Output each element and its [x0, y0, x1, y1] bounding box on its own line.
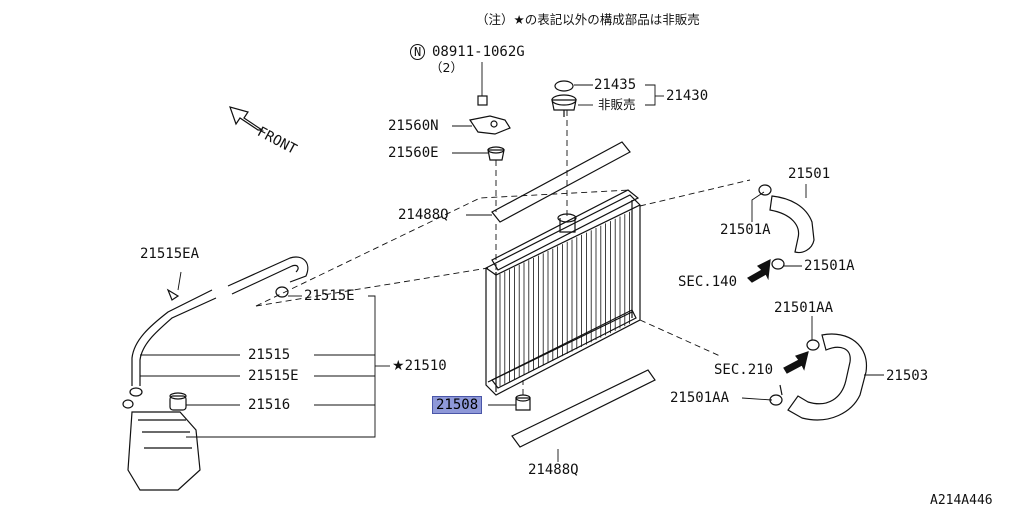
reservoir-tank	[127, 392, 201, 491]
part-21510-number: 21510	[404, 358, 447, 374]
lower-seal	[511, 369, 656, 448]
front-arrow-icon	[229, 106, 264, 131]
nut-prefix-badge: N	[410, 44, 426, 60]
part-21501AA-top[interactable]: 21501AA	[774, 300, 834, 316]
part-08911-prefix: N	[410, 44, 426, 60]
part-21560N[interactable]: 21560N	[388, 118, 439, 134]
part-21515EA[interactable]: 21515EA	[140, 246, 200, 262]
upper-mount	[487, 146, 505, 161]
part-21503[interactable]: 21503	[886, 368, 929, 384]
part-08911-qty: （2）	[430, 60, 463, 75]
star-icon: ★	[392, 358, 405, 374]
upper-seal	[491, 141, 631, 223]
sec210-arrow-icon	[783, 351, 809, 374]
part-21501AA-bottom[interactable]: 21501AA	[670, 390, 730, 406]
overflow-hose	[122, 256, 309, 409]
note-text: （注）★の表記以外の構成部品は非販売	[476, 12, 700, 27]
not-for-sale-label: 非販売	[598, 97, 636, 112]
part-21501A-bottom[interactable]: 21501A	[804, 258, 855, 274]
part-21430[interactable]: 21430	[666, 88, 709, 104]
leader-lines	[140, 62, 884, 462]
figure-code: A214A446	[930, 493, 993, 508]
bracket	[469, 95, 511, 135]
part-21515E[interactable]: 21515E	[248, 368, 299, 384]
part-21560E[interactable]: 21560E	[388, 145, 439, 161]
part-21510[interactable]: ★21510	[392, 358, 447, 374]
part-21501[interactable]: 21501	[788, 166, 831, 182]
radiator-core	[485, 189, 641, 396]
sec140-label[interactable]: SEC.140	[678, 274, 738, 290]
part-21501A-top[interactable]: 21501A	[720, 222, 771, 238]
radiator-cap	[551, 80, 577, 117]
part-21508-highlighted[interactable]: 21508	[432, 396, 483, 414]
part-21516[interactable]: 21516	[248, 397, 291, 413]
part-21515[interactable]: 21515	[248, 347, 291, 363]
part-21515E-top[interactable]: 21515E	[304, 288, 355, 304]
sec210-label[interactable]: SEC.210	[714, 362, 774, 378]
part-21488Q-top[interactable]: 21488Q	[398, 207, 449, 223]
part-08911-code[interactable]: 08911-1062G	[432, 44, 525, 60]
upper-hose	[758, 184, 815, 270]
lower-hose	[769, 333, 867, 421]
part-21488Q-bottom[interactable]: 21488Q	[528, 462, 579, 478]
sec140-arrow-icon	[747, 258, 771, 283]
part-21435[interactable]: 21435	[594, 77, 637, 93]
lower-mount	[515, 394, 531, 411]
dashed-guides	[255, 110, 751, 395]
radiator-fins	[499, 211, 630, 387]
